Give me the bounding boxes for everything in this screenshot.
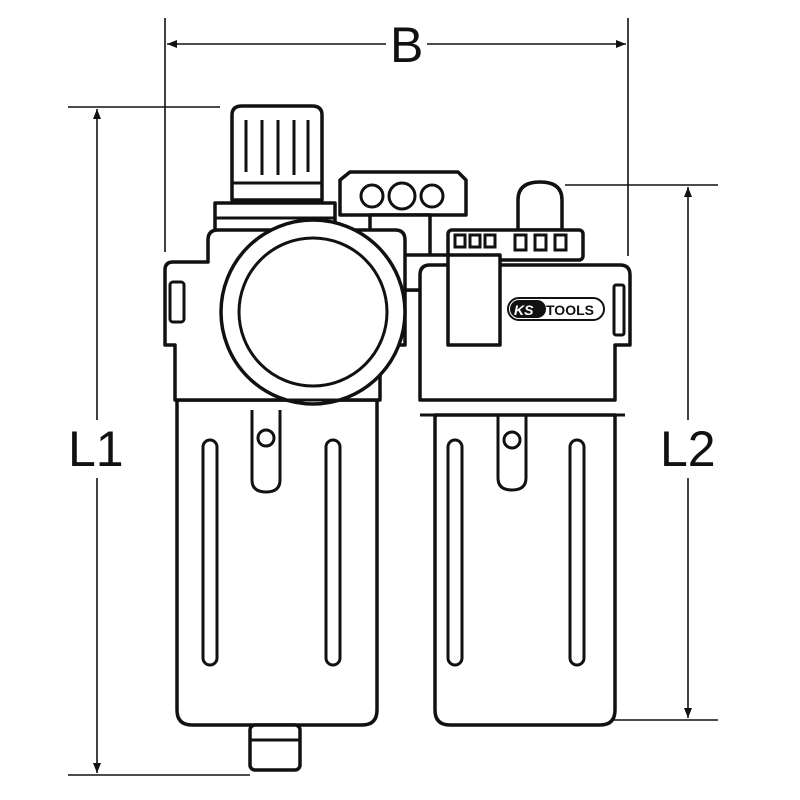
filter-bowl [175, 398, 379, 772]
regulator-body [163, 218, 407, 406]
svg-text:TOOLS: TOOLS [546, 302, 594, 318]
dimension-label-b: B [386, 20, 428, 70]
dimension-label-l1: L1 [68, 420, 124, 478]
regulator-knob [213, 104, 337, 235]
ks-tools-logo: KS TOOLS [507, 297, 605, 321]
svg-text:KS: KS [514, 302, 534, 318]
lubricator [418, 180, 632, 727]
dimension-label-l2: L2 [660, 420, 716, 478]
